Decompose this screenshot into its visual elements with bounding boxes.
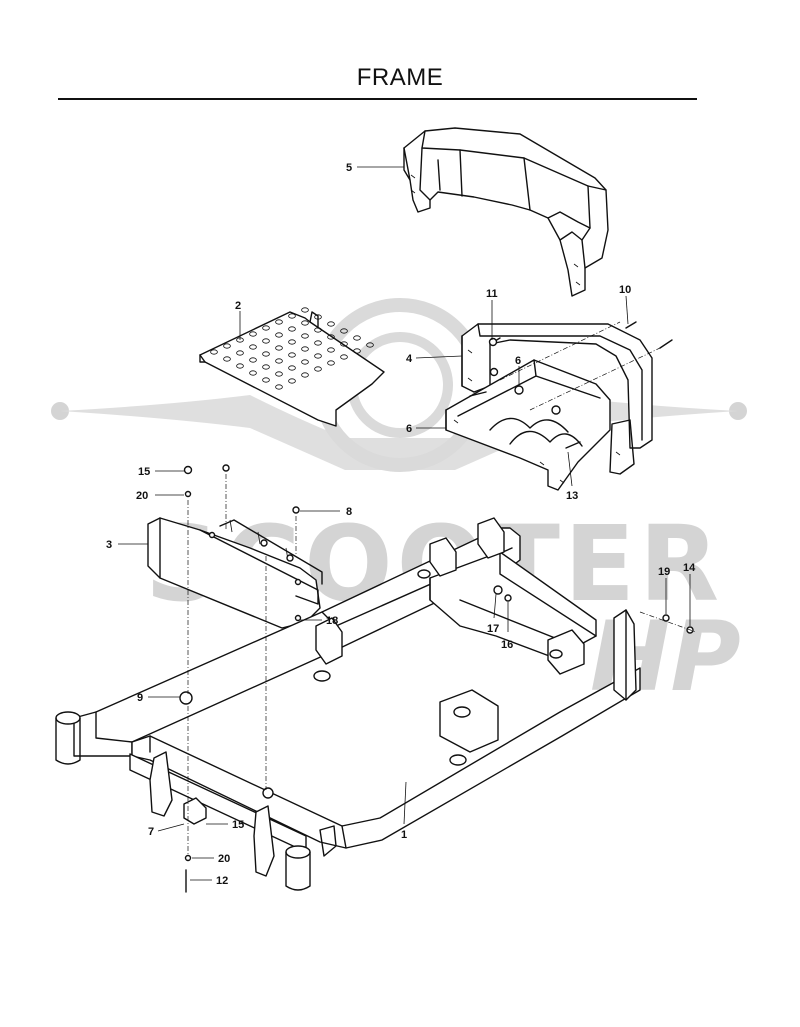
callout-1: 1 xyxy=(401,829,407,841)
floor-plate-hole xyxy=(301,359,309,365)
part-2-floor-plate xyxy=(199,307,385,427)
callout-11: 11 xyxy=(486,288,498,300)
callout-9: 9 xyxy=(137,692,143,704)
floor-plate-hole xyxy=(327,360,335,366)
floor-plate-hole xyxy=(353,335,361,341)
floor-plate-hole xyxy=(223,356,231,362)
callout-19: 19 xyxy=(658,566,670,578)
floor-plate-hole xyxy=(340,341,348,347)
floor-plate-hole xyxy=(249,370,257,376)
callout-15-upper: 15 xyxy=(138,466,150,478)
callout-13: 13 xyxy=(566,490,578,502)
callout-12: 12 xyxy=(216,875,228,887)
callout-18: 18 xyxy=(326,615,338,627)
callout-8: 8 xyxy=(346,506,352,518)
floor-plate-hole xyxy=(210,349,218,355)
callout-10: 10 xyxy=(619,284,631,296)
floor-plate-hole xyxy=(288,378,296,384)
floor-plate-hole xyxy=(275,371,283,377)
floor-plate-hole xyxy=(340,354,348,360)
floor-plate-hole xyxy=(262,325,270,331)
bracket-hardware xyxy=(469,321,673,449)
floor-plate-hole xyxy=(236,350,244,356)
floor-plate-hole xyxy=(288,326,296,332)
title-rule xyxy=(58,98,697,100)
floor-plate-hole xyxy=(301,320,309,326)
floor-plate-hole xyxy=(288,365,296,371)
callout-17: 17 xyxy=(487,623,499,635)
callout-6-upper: 6 xyxy=(515,355,521,367)
floor-plate-holes xyxy=(210,307,374,390)
floor-plate-hole xyxy=(288,313,296,319)
callout-20-lower: 20 xyxy=(218,853,230,865)
floor-plate-hole xyxy=(262,338,270,344)
floor-plate-hole xyxy=(275,345,283,351)
floor-plate-hole xyxy=(262,377,270,383)
floor-plate-hole xyxy=(301,307,309,313)
part-3-seat-support xyxy=(147,517,323,629)
callout-5: 5 xyxy=(346,162,352,174)
floor-plate-hole xyxy=(275,332,283,338)
floor-plate-hole xyxy=(340,328,348,334)
page-title: FRAME xyxy=(356,64,444,91)
floor-plate-hole xyxy=(314,353,322,359)
callout-15-lower: 15 xyxy=(232,819,244,831)
floor-plate-hole xyxy=(223,343,231,349)
part-1-main-frame xyxy=(55,464,694,893)
floor-plate-hole xyxy=(301,333,309,339)
floor-plate-hole xyxy=(262,351,270,357)
floor-plate-hole xyxy=(288,339,296,345)
floor-plate-hole xyxy=(301,346,309,352)
floor-plate-hole xyxy=(327,321,335,327)
callout-7: 7 xyxy=(148,826,154,838)
floor-plate-hole xyxy=(314,327,322,333)
floor-plate-hole xyxy=(314,366,322,372)
callout-14: 14 xyxy=(683,562,696,574)
part-4-rear-bumper xyxy=(461,323,653,475)
floor-plate-hole xyxy=(288,352,296,358)
floor-plate-hole xyxy=(353,348,361,354)
floor-plate-hole xyxy=(275,319,283,325)
floor-plate-hole xyxy=(249,344,257,350)
callout-16: 16 xyxy=(501,639,513,651)
floor-plate-hole xyxy=(366,342,374,348)
floor-plate-hole xyxy=(314,340,322,346)
callout-3: 3 xyxy=(106,539,112,551)
floor-plate-hole xyxy=(249,331,257,337)
callout-4: 4 xyxy=(406,353,413,365)
floor-plate-hole xyxy=(327,334,335,340)
callout-20-upper: 20 xyxy=(136,490,148,502)
floor-plate-hole xyxy=(249,357,257,363)
floor-plate-hole xyxy=(275,384,283,390)
assembly-centerlines xyxy=(187,474,697,856)
callout-2: 2 xyxy=(235,300,241,312)
callout-6-lower: 6 xyxy=(406,423,412,435)
floor-plate-hole xyxy=(314,314,322,320)
floor-plate-hole xyxy=(262,364,270,370)
floor-plate-hole xyxy=(327,347,335,353)
callouts: 5 2 11 10 4 6 6 13 15 20 8 3 18 19 14 17 xyxy=(106,162,696,887)
floor-plate-hole xyxy=(236,363,244,369)
floor-plate-hole xyxy=(301,372,309,378)
part-5-rear-shroud xyxy=(403,127,609,297)
floor-plate-hole xyxy=(275,358,283,364)
